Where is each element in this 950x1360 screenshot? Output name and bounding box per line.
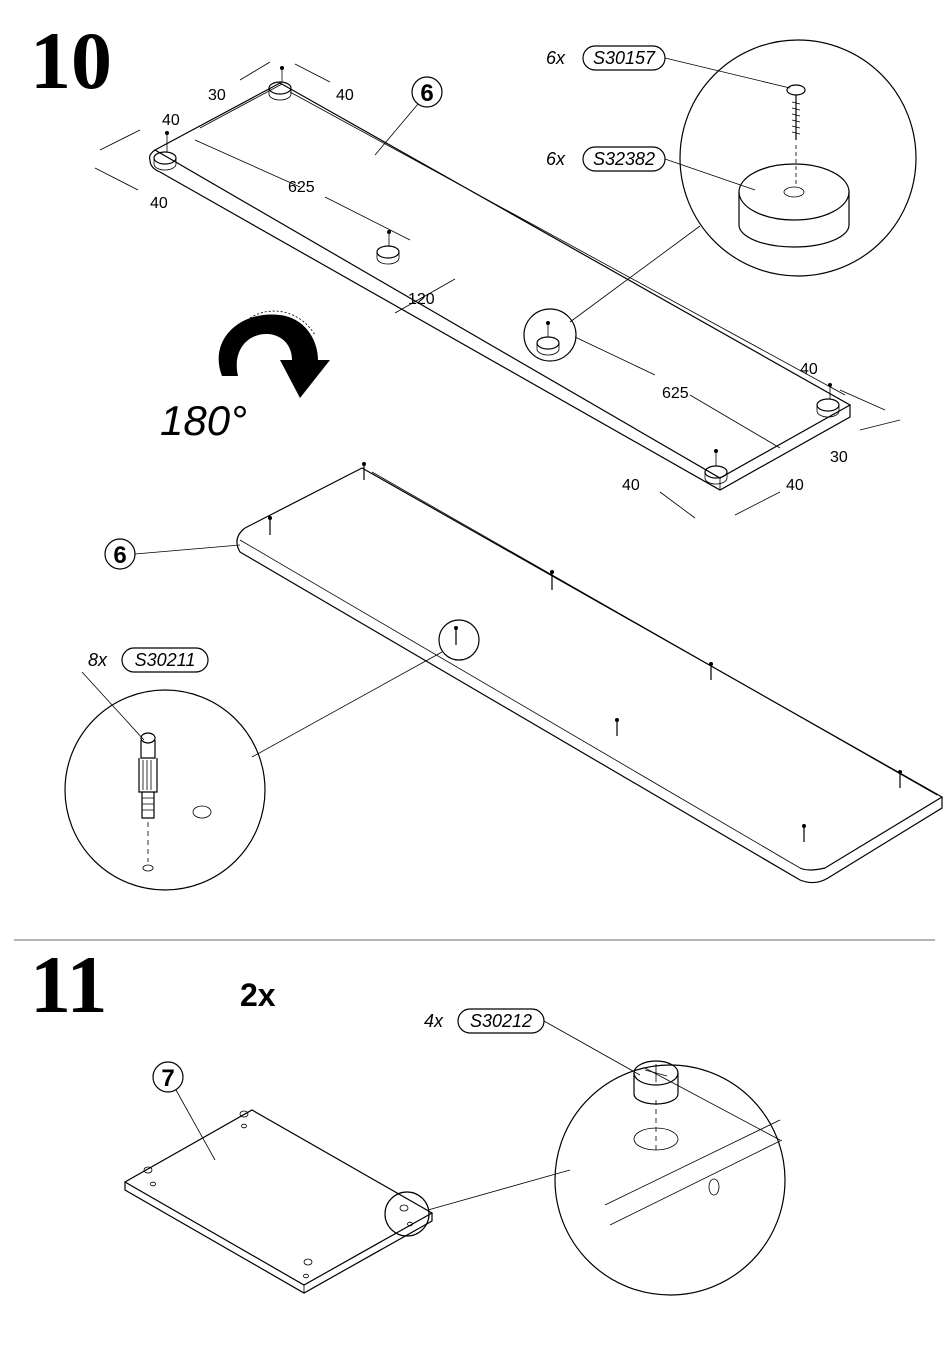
hardware-leader-s30157 [664, 57, 791, 89]
hardware-leader-s30211 [81, 671, 145, 741]
hardware-pill-s30211 [121, 647, 209, 673]
dim-40-right-top: 40 [800, 361, 818, 378]
cam-lock-detail [604, 1060, 783, 1226]
detail-highlight-cam [384, 1191, 430, 1237]
dim-40-left-top: 40 [162, 112, 180, 129]
hardware-qty-s32382: 6x [546, 149, 566, 169]
detail-leader-pin [251, 651, 443, 758]
part-7-leader [175, 1089, 216, 1161]
hardware-code-s30157: S30157 [593, 48, 656, 68]
dim-625-upper: 625 [288, 179, 315, 196]
rotation-label: 180° [160, 397, 247, 444]
part-7-badge [152, 1061, 184, 1093]
part-6-badge [411, 76, 443, 108]
detail-highlight-pin [438, 619, 480, 661]
step-10-number: 10 [30, 15, 112, 106]
dim-40-bottom-left: 40 [622, 477, 640, 494]
dim-40-left-bottom: 40 [150, 195, 168, 212]
step-11-number: 11 [30, 939, 107, 1030]
panel-7 [123, 1109, 434, 1294]
rotate-arrow-icon [218, 310, 330, 398]
cam-pin-detail [138, 732, 212, 872]
dimension-lines [94, 61, 901, 519]
dim-30-right: 30 [830, 449, 848, 466]
dim-40-top-right: 40 [336, 87, 354, 104]
hardware-leader-s32382 [664, 158, 756, 191]
detail-highlight-foot [523, 308, 577, 362]
hardware-leader-s30212 [543, 1020, 641, 1076]
detail-circle-cam-lock [554, 1064, 786, 1296]
part-7-label: 7 [161, 1065, 174, 1092]
hardware-code-s30211: S30211 [135, 650, 196, 670]
detail-leader-foot [569, 225, 701, 323]
panel-6-top-view [148, 82, 852, 491]
part-6-lower-leader [134, 544, 241, 555]
hardware-qty-s30212: 4x [424, 1011, 444, 1031]
glide-feet [153, 66, 840, 485]
detail-leader-cam [427, 1169, 571, 1211]
hardware-code-s32382: S32382 [593, 149, 655, 169]
foot-screw-detail [738, 84, 850, 248]
part-6-label: 6 [420, 80, 433, 107]
dim-625-lower: 625 [662, 385, 689, 402]
part-6-label-lower: 6 [113, 542, 126, 569]
part-6-leader [374, 103, 419, 156]
step-11-multiplier: 2x [240, 977, 276, 1013]
cam-pins [268, 462, 902, 842]
panel-6-flipped-view [236, 467, 944, 884]
hardware-qty-s30211: 8x [88, 650, 108, 670]
dim-120: 120 [408, 291, 435, 308]
dim-30-top: 30 [208, 87, 226, 104]
hardware-qty-s30157: 6x [546, 48, 566, 68]
hardware-code-s30212: S30212 [470, 1011, 532, 1031]
dim-40-bottom-right: 40 [786, 477, 804, 494]
detail-circle-cam-pin [64, 689, 266, 891]
detail-circle-foot-screw [679, 39, 917, 277]
